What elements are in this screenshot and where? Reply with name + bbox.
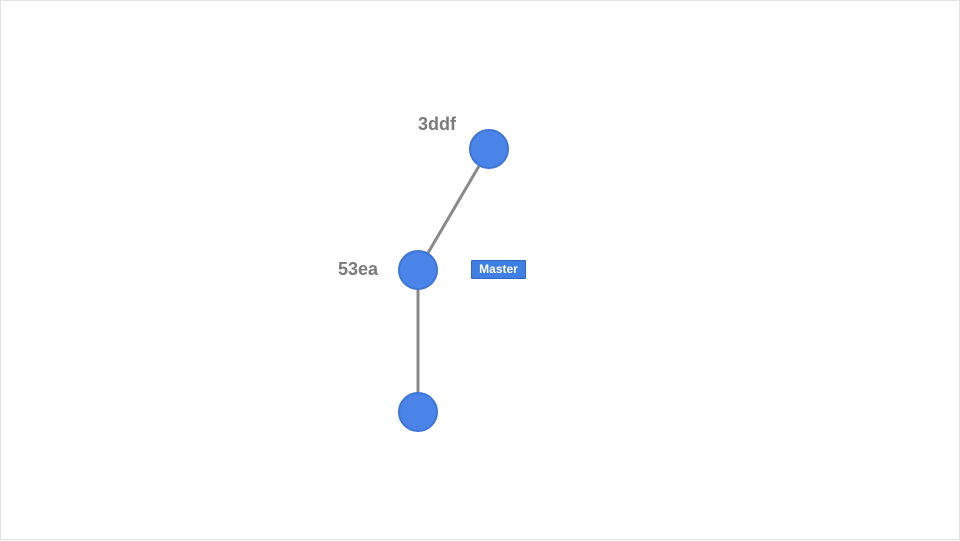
edge-3ddf-53ea: [416, 147, 491, 272]
commit-node-root[interactable]: [398, 392, 438, 432]
commit-node-3ddf[interactable]: [469, 129, 509, 169]
commit-label-53ea: 53ea: [338, 259, 379, 279]
commit-node-53ea[interactable]: [398, 250, 438, 290]
commit-label-3ddf: 3ddf: [418, 114, 456, 134]
branch-tag-master[interactable]: Master: [471, 260, 526, 279]
